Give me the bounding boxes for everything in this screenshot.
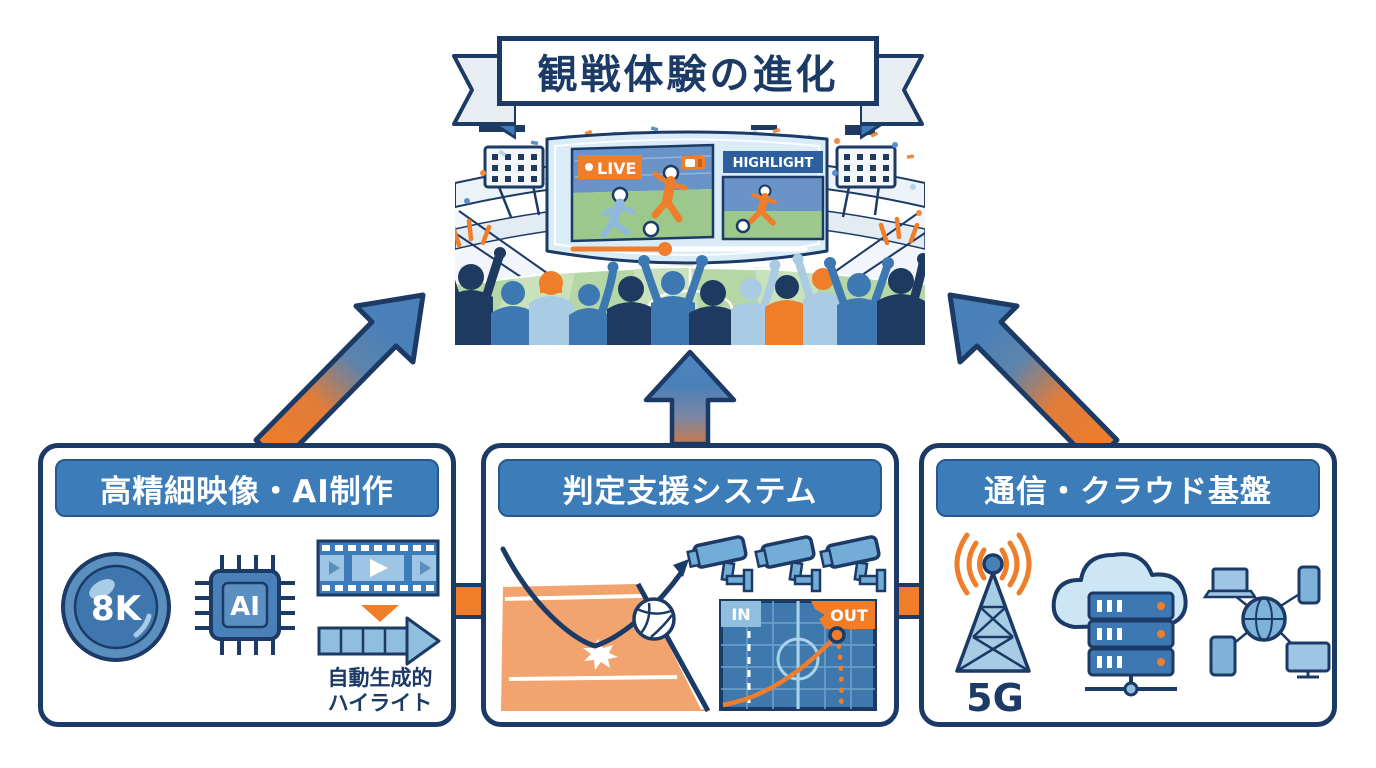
impact-star-icon (583, 639, 618, 670)
player-orange (651, 164, 688, 223)
ai-chip-icon: AI (195, 555, 295, 655)
camera-icon (685, 534, 754, 593)
page-title: 観戦体験の進化 (537, 52, 839, 98)
ball-point (828, 626, 846, 644)
live-dot-icon (585, 163, 593, 171)
live-badge-label: LIVE (597, 159, 636, 178)
highlight-panel: HIGHLIGHT (721, 151, 825, 241)
down-triangle-icon (361, 605, 399, 622)
progress-handle (658, 242, 672, 256)
in-label: IN (731, 605, 750, 624)
highlight-player-orange (748, 184, 777, 226)
highlight-ball-icon (735, 218, 751, 234)
in-badge (721, 601, 761, 627)
box-network-cloud: 通信・クラウド基盤 5G (919, 443, 1337, 727)
excitement-marks (455, 216, 920, 248)
box-judging-system-title: 判定支援システム (498, 459, 882, 517)
chip-label: AI (230, 592, 260, 622)
caption-line1: 自動生成的 (328, 666, 433, 690)
arrow-left (253, 292, 426, 465)
arrow-center (643, 349, 737, 447)
out-badge (811, 601, 875, 629)
live-panel: LIVE (570, 143, 715, 243)
caption-line2: ハイライト (328, 691, 433, 715)
stadium-illustration: LIVE HIGHLIGHT (455, 125, 925, 345)
camera-icon (753, 534, 822, 593)
box-network-cloud-title: 通信・クラウド基盤 (936, 459, 1320, 517)
court-icon (501, 582, 711, 713)
cloud-server-icon (1051, 552, 1188, 697)
arrow-right (947, 292, 1120, 465)
device-network-icon (1202, 565, 1331, 679)
monitor-icon (1285, 641, 1331, 679)
in-out-chart: IN OUT (719, 599, 877, 711)
banner: 観戦体験の進化 (497, 36, 879, 106)
phone-icon (1297, 565, 1321, 605)
camera-icon (818, 534, 887, 593)
box-video-ai: 高精細映像・AI制作 8K AI (38, 443, 456, 727)
record-icon (681, 156, 705, 170)
crowd (455, 247, 925, 345)
floodlight-right-icon (835, 145, 897, 218)
film-strip-icon (316, 539, 440, 597)
8k-lens-icon: 8K (61, 552, 171, 662)
progress-bar (570, 242, 808, 256)
tower-label: 5G (966, 676, 1024, 719)
floodlight-left-icon (483, 145, 545, 218)
tablet-icon (1209, 635, 1237, 677)
laptop-icon (1202, 567, 1258, 599)
highlight-badge-label: HIGHLIGHT (733, 156, 814, 171)
soccer-ball-icon (642, 220, 660, 238)
5g-tower-icon: 5G (954, 532, 1032, 720)
highlight-badge (723, 151, 823, 173)
player-blue (601, 186, 636, 238)
box-judging-system: 判定支援システム (481, 443, 899, 727)
lens-label: 8K (91, 589, 143, 629)
box-video-ai-title: 高精細映像・AI制作 (55, 459, 439, 517)
big-screen: LIVE HIGHLIGHT (545, 130, 829, 265)
highlight-arrow-icon (317, 616, 441, 666)
out-label: OUT (830, 606, 868, 625)
